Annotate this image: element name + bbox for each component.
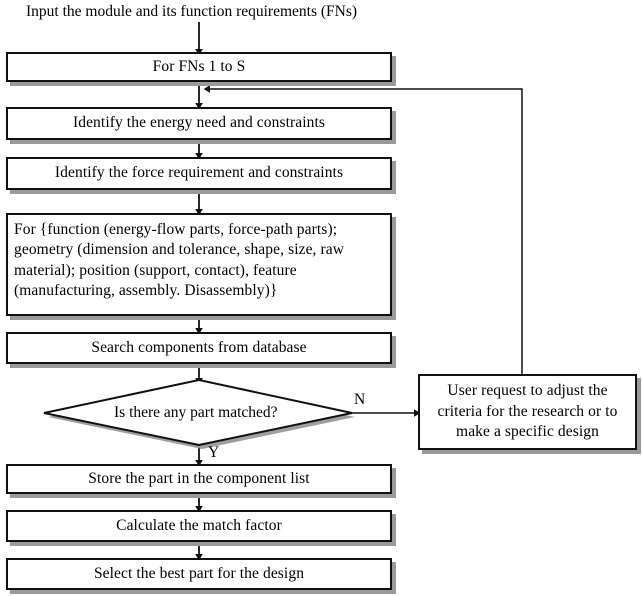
- node-identify-energy[interactable]: Identify the energy need and constraints: [6, 107, 392, 140]
- node-calculate-match-factor[interactable]: Calculate the match factor: [6, 510, 392, 542]
- node-for-fns[interactable]: For FNs 1 to S: [6, 52, 392, 82]
- caption-input-module: Input the module and its function requir…: [26, 3, 358, 20]
- node-identify-force[interactable]: Identify the force requirement and const…: [6, 157, 392, 190]
- edge-label-no: N: [354, 391, 366, 408]
- node-search-components[interactable]: Search components from database: [6, 332, 392, 364]
- node-user-request-line-3: make a specific design: [456, 423, 599, 441]
- node-user-request-line-2: criteria for the research or to: [437, 402, 618, 420]
- node-attributes-line-1: For {function (energy-flow parts, force-…: [14, 221, 338, 238]
- node-store-part[interactable]: Store the part in the component list: [6, 464, 392, 494]
- edge-label-yes: Y: [208, 444, 220, 461]
- node-for-fns-label: For FNs 1 to S: [152, 57, 246, 75]
- node-identify-force-label: Identify the force requirement and const…: [54, 164, 344, 182]
- node-select-best-part-label: Select the best part for the design: [93, 564, 305, 582]
- node-calculate-match-factor-label: Calculate the match factor: [116, 516, 282, 534]
- node-select-best-part[interactable]: Select the best part for the design: [6, 558, 392, 590]
- node-attributes-line-4: (manufacturing, assembly. Disassembly)}: [14, 282, 278, 300]
- edge-feedback-loop: [203, 85, 523, 374]
- node-attributes-line-3: material); position (support, contact), …: [14, 261, 297, 279]
- node-store-part-label: Store the part in the component list: [88, 469, 310, 487]
- node-user-request[interactable]: User request to adjust the criteria for …: [418, 374, 637, 450]
- node-attributes-line-2: geometry (dimension and tolerance, shape…: [14, 241, 345, 259]
- node-decision-part-matched-label: Is there any part matched?: [114, 404, 278, 421]
- node-attributes[interactable]: For {function (energy-flow parts, force-…: [6, 213, 392, 316]
- node-user-request-line-1: User request to adjust the: [447, 382, 608, 400]
- node-search-components-label: Search components from database: [91, 338, 307, 356]
- node-identify-energy-label: Identify the energy need and constraints: [72, 114, 326, 132]
